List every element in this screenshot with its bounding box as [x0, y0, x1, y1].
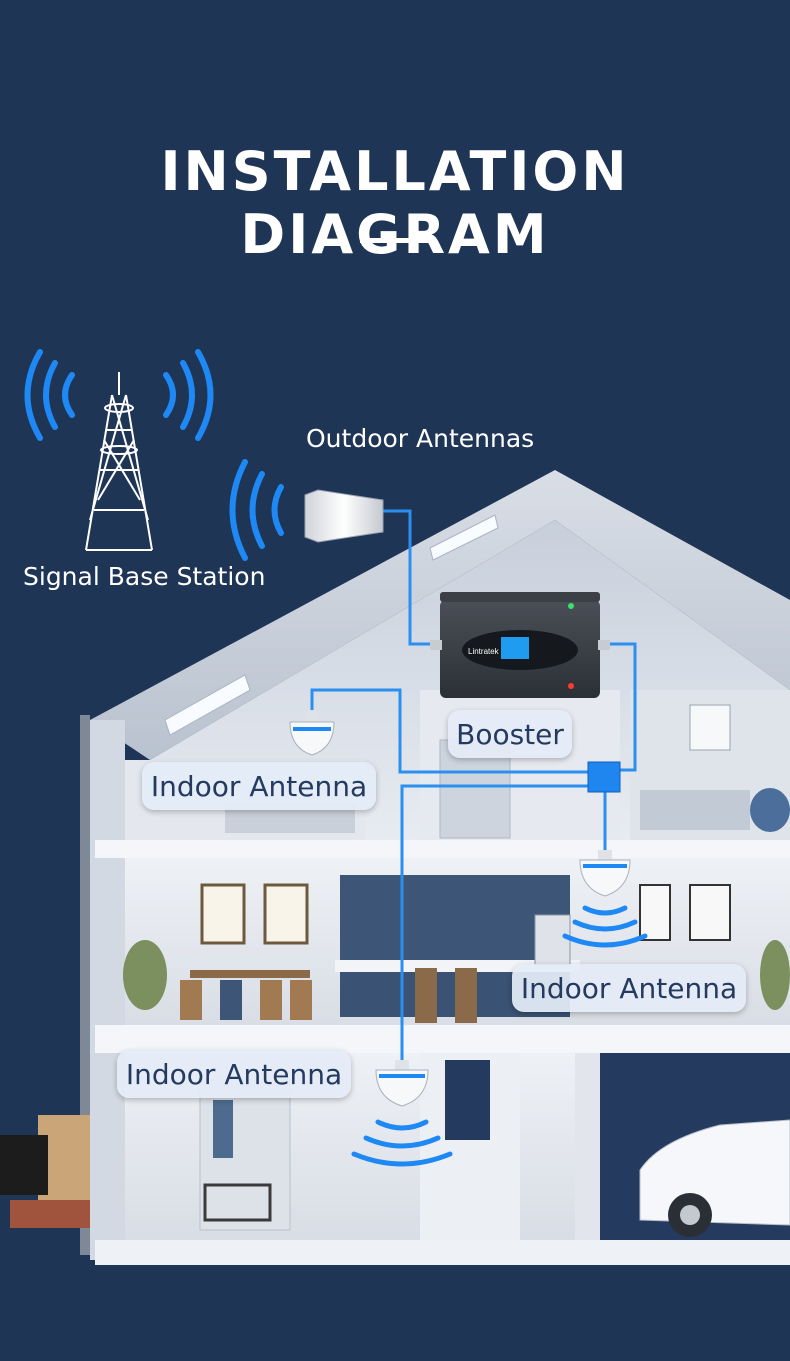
label-indoor-antenna-right: Indoor Antenna [512, 964, 746, 1012]
oven [534, 914, 571, 966]
dining-chair [180, 980, 202, 1020]
bathroom-window [445, 1060, 490, 1140]
brick-planter [10, 1200, 90, 1228]
signal-wave-icon [24, 349, 214, 441]
wall-art [200, 883, 246, 945]
left-wall [90, 720, 125, 1260]
floor-slab [95, 1025, 790, 1053]
wall-art [263, 883, 309, 945]
coat [213, 1100, 233, 1158]
bar-stool [415, 968, 437, 1023]
dining-chair [260, 980, 282, 1020]
label-outdoor-antennas: Outdoor Antennas [306, 424, 535, 453]
title-underline [360, 238, 430, 243]
label-signal-base-station: Signal Base Station [23, 562, 266, 591]
downpipe [80, 715, 90, 1255]
tv [0, 1135, 48, 1195]
dining-chair [220, 980, 242, 1020]
cable-splitter-icon [587, 761, 621, 793]
floor-slab [95, 840, 790, 858]
signal-wave-icon [229, 459, 284, 561]
label-indoor-antenna-bottom: Indoor Antenna [117, 1050, 351, 1098]
ceiling-antenna-icon [375, 1060, 429, 1107]
signal-booster-icon: Lintratek [430, 592, 610, 698]
cable-outdoor-to-booster [383, 509, 438, 646]
foundation [95, 1240, 790, 1265]
ceiling-antenna-icon [579, 850, 631, 897]
wall-art [689, 884, 731, 941]
bed [640, 790, 750, 830]
label-booster: Booster [448, 710, 572, 758]
ceiling-antenna-icon [289, 712, 335, 756]
bar-stool [455, 968, 477, 1023]
roof [90, 470, 790, 760]
skylight [429, 514, 499, 561]
panel-antenna-icon [304, 489, 384, 543]
cable-splitter-to-top-antenna [310, 688, 590, 774]
wall-art [639, 884, 671, 941]
kitchen-cabinets [340, 875, 570, 965]
page-title: INSTALLATION DIAGRAM [160, 140, 630, 266]
label-indoor-antenna-top: Indoor Antenna [142, 762, 376, 810]
plant [123, 940, 167, 1010]
skylight [164, 674, 251, 736]
booster-brand: Lintratek [468, 647, 500, 656]
cell-tower-icon [85, 372, 153, 551]
cable-booster-to-splitter [600, 642, 637, 772]
dining-table [190, 970, 310, 978]
shoe-rack [203, 1183, 272, 1222]
signal-wave-icon [562, 905, 648, 948]
house [0, 470, 790, 1265]
car-wheel [680, 1205, 700, 1225]
cable-splitter-to-bottom-antenna [400, 784, 590, 1060]
armchair [750, 788, 790, 832]
wall-art [689, 704, 731, 751]
garage-column [575, 1053, 600, 1248]
plant [760, 940, 790, 1010]
coax-cables [310, 509, 637, 1060]
signal-wave-icon [351, 1119, 453, 1167]
dining-chair [290, 980, 312, 1020]
